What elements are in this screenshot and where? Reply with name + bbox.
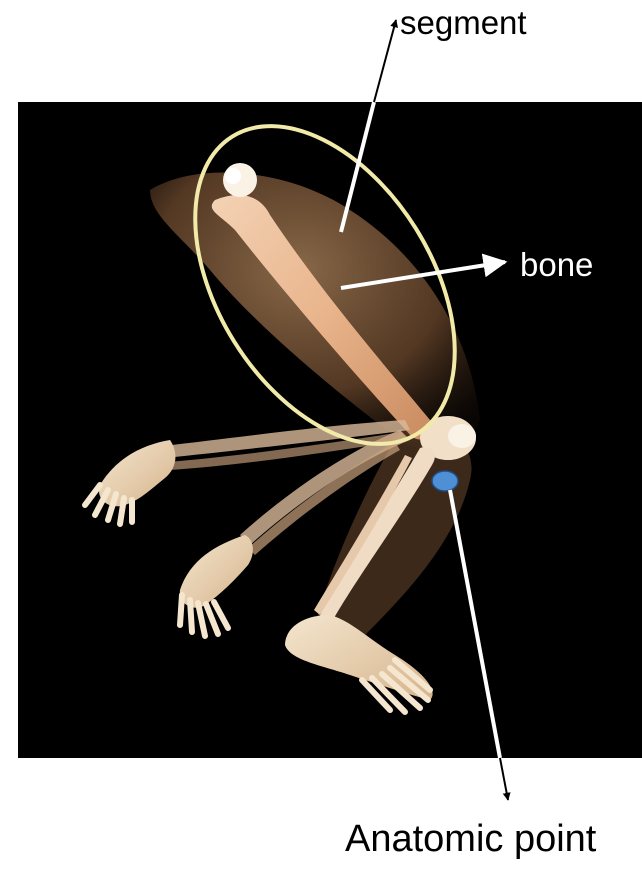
anatomic-point-arrow-head [500,758,508,800]
segment-arrow-head [374,20,396,102]
anatomic-point-label: Anatomic point [345,820,596,858]
anatomic-point-marker [432,471,458,491]
segment-label: segment [400,6,527,39]
bone-label: bone [520,248,593,281]
